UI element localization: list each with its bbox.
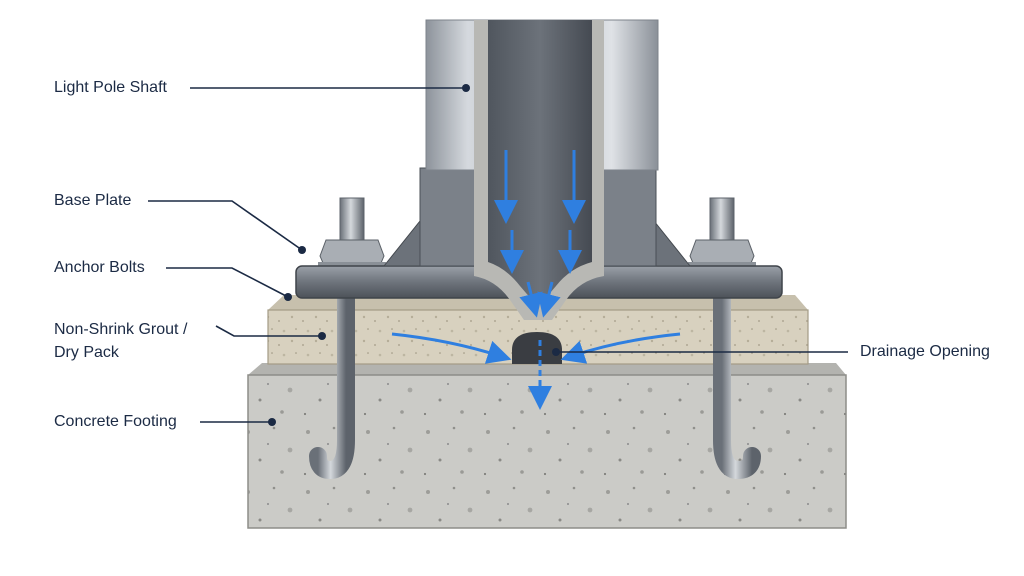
label-light-pole-shaft: Light Pole Shaft — [54, 79, 167, 96]
label-grout-line1: Non-Shrink Grout / — [54, 321, 188, 338]
label-drainage-opening: Drainage Opening — [860, 343, 990, 360]
leader-dot-drainage — [552, 348, 560, 356]
drainage-opening-shape — [512, 332, 562, 364]
leader-line-anchor-bolts — [166, 267, 289, 298]
label-grout-line2: Dry Pack — [54, 344, 119, 361]
flow-arrow — [391, 332, 512, 364]
flow-arrow — [537, 281, 561, 318]
label-concrete-footing: Concrete Footing — [54, 413, 177, 430]
leader-dot-grout — [318, 332, 326, 340]
leader-lines — [148, 84, 848, 426]
flow-arrow — [519, 281, 543, 318]
water-flow — [391, 150, 681, 410]
leader-line-grout — [215, 325, 322, 337]
leader-dot-anchor-bolts — [284, 293, 292, 301]
label-anchor-bolts: Anchor Bolts — [54, 259, 145, 276]
leader-dot-base-plate — [298, 246, 306, 254]
leader-dot-footing — [268, 418, 276, 426]
leader-dot-shaft — [462, 84, 470, 92]
leader-line-base-plate — [148, 200, 303, 251]
label-base-plate: Base Plate — [54, 192, 132, 209]
